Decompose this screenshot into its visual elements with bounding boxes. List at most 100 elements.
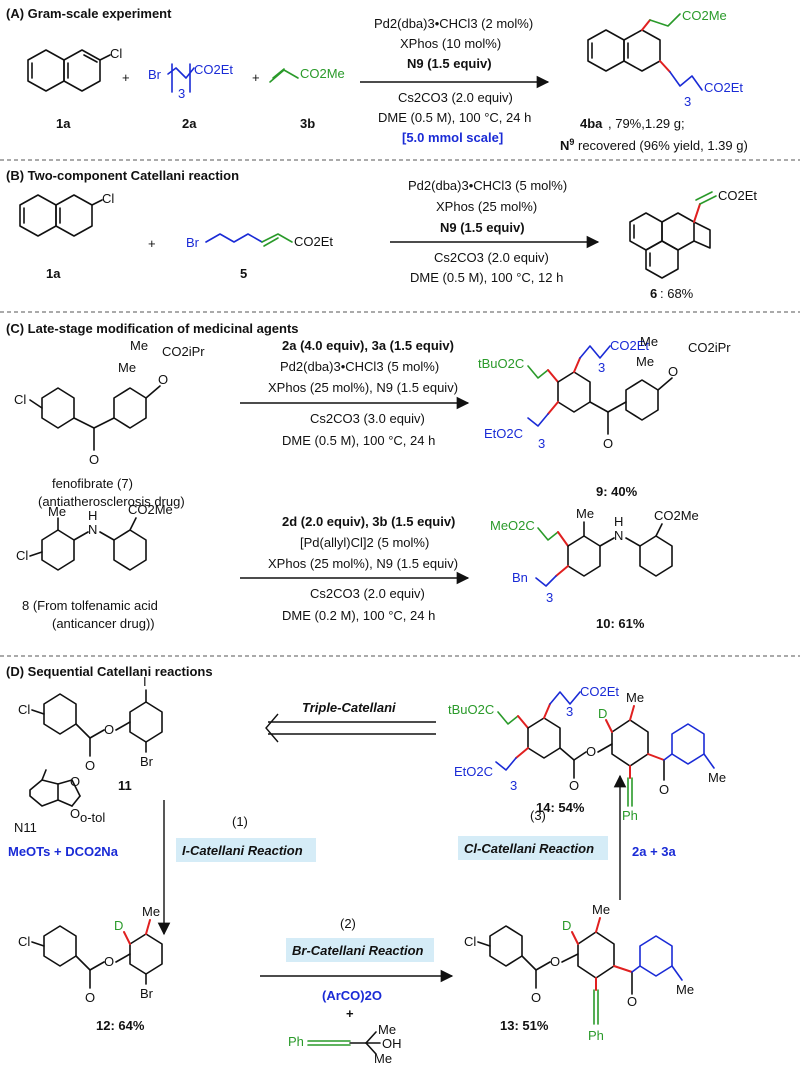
o-label: O bbox=[85, 758, 95, 773]
i-label: I bbox=[143, 674, 147, 689]
triple-arrow-head bbox=[265, 713, 279, 743]
nh-label: H bbox=[88, 508, 97, 523]
o-label: O bbox=[85, 990, 95, 1005]
me-label: Me bbox=[142, 904, 160, 919]
eto2c-label: EtO2C bbox=[484, 426, 523, 441]
step3-highlight bbox=[458, 836, 608, 860]
co2me-label: CO2Me bbox=[682, 8, 727, 23]
compound-9: tBuO2C CO2Et 3 EtO2C 3 O O Me Me CO2iPr bbox=[478, 334, 731, 451]
me-label: Me bbox=[130, 338, 148, 353]
o-label-2: O bbox=[104, 722, 114, 737]
o-label-3: O bbox=[627, 994, 637, 1009]
label-3b: 3b bbox=[300, 116, 315, 131]
cond-a-6: [5.0 mmol scale] bbox=[402, 130, 503, 145]
cond-c2-2: [Pd(allyl)Cl]2 (5 mol%) bbox=[300, 535, 429, 550]
compound-11: Cl O O I Br bbox=[18, 674, 163, 773]
cond-c2-4: Cs2CO3 (2.0 equiv) bbox=[310, 586, 425, 601]
fenofibrate-label: fenofibrate (7) bbox=[52, 476, 133, 491]
cl-label: Cl bbox=[110, 46, 122, 61]
oh-label: OH bbox=[382, 1036, 402, 1051]
cond-c2-3: XPhos (25 mol%), N9 (1.5 equiv) bbox=[268, 556, 458, 571]
compound-4ba: CO2Me CO2Et 3 bbox=[587, 8, 743, 109]
step1-highlight bbox=[176, 838, 316, 862]
meo2c-label: MeO2C bbox=[490, 518, 535, 533]
n3-label: 3 bbox=[178, 86, 185, 101]
n3-label-2: 3 bbox=[510, 778, 517, 793]
br-label: Br bbox=[148, 67, 162, 82]
d-label: D bbox=[598, 706, 607, 721]
co2et-label: CO2Et bbox=[610, 338, 649, 353]
compound-6: CO2Et bbox=[629, 188, 757, 279]
me-label-2: Me bbox=[636, 354, 654, 369]
o-label-2: O bbox=[550, 954, 560, 969]
co2ipr-label: CO2iPr bbox=[688, 340, 731, 355]
me-label-2: Me bbox=[676, 982, 694, 997]
norbornene-n11: O O bbox=[29, 769, 81, 821]
cond-a-4: Cs2CO3 (2.0 equiv) bbox=[398, 90, 513, 105]
o-label: O bbox=[569, 778, 579, 793]
cond-b-5: DME (0.5 M), 100 °C, 12 h bbox=[410, 270, 563, 285]
label-14: 14: 54% bbox=[536, 800, 585, 815]
result-b: : 68% bbox=[660, 286, 694, 301]
cl-label: Cl bbox=[102, 191, 114, 206]
step3-label: Cl-Catellani Reaction bbox=[464, 841, 594, 856]
result-a-1: , 79%,1.29 g; bbox=[608, 116, 685, 131]
step3-num: (3) bbox=[530, 808, 546, 823]
d-label: D bbox=[114, 918, 123, 933]
result-a-2: recovered (96% yield, 1.39 g) bbox=[578, 138, 748, 153]
me-label: Me bbox=[592, 902, 610, 917]
tbuo2c-label: tBuO2C bbox=[478, 356, 524, 371]
tbuo2c-label: tBuO2C bbox=[448, 702, 494, 717]
n-label: N bbox=[88, 522, 97, 537]
compound-5: Br CO2Et bbox=[186, 233, 333, 250]
br-label: Br bbox=[186, 235, 200, 250]
cond-c1-5: DME (0.5 M), 100 °C, 24 h bbox=[282, 433, 435, 448]
step2-highlight bbox=[286, 938, 434, 962]
cond-c1-2: Pd2(dba)3•CHCl3 (5 mol%) bbox=[280, 359, 439, 374]
o-label-2: O bbox=[668, 364, 678, 379]
n3-label: 3 bbox=[566, 704, 573, 719]
compound-14: tBuO2C CO2Et 3 EtO2C 3 O O D Me O Me Ph bbox=[448, 684, 726, 823]
plus-b: + bbox=[148, 236, 156, 251]
cond-c1-1: 2a (4.0 equiv), 3a (1.5 equiv) bbox=[282, 338, 454, 353]
label-2a: 2a bbox=[182, 116, 197, 131]
cond-a-1: Pd2(dba)3•CHCl3 (2 mol%) bbox=[374, 16, 533, 31]
section-d-title: (D) Sequential Catellani reactions bbox=[6, 664, 213, 679]
label-5: 5 bbox=[240, 266, 247, 281]
cond-c1-4: Cs2CO3 (3.0 equiv) bbox=[310, 411, 425, 426]
compound-3b: CO2Me bbox=[269, 66, 345, 83]
me-label: Me bbox=[626, 690, 644, 705]
me-label-2: Me bbox=[374, 1051, 392, 1065]
reagent-left: MeOTs + DCO2Na bbox=[8, 844, 119, 859]
section-a-title: (A) Gram-scale experiment bbox=[6, 6, 172, 21]
co2et-label: CO2Et bbox=[718, 188, 757, 203]
co2et-label: CO2Et bbox=[194, 62, 233, 77]
cl-label: Cl bbox=[16, 548, 28, 563]
step2-num: (2) bbox=[340, 916, 356, 931]
plus-a2: + bbox=[252, 70, 260, 85]
cond-a-3: N9 (1.5 equiv) bbox=[407, 56, 492, 71]
n9-label: N9 bbox=[560, 137, 574, 153]
eto2c-label: EtO2C bbox=[454, 764, 493, 779]
section-b-title: (B) Two-component Catellani reaction bbox=[6, 168, 239, 183]
me-label: Me bbox=[378, 1022, 396, 1037]
tolfenamic-note: (anticancer drug)) bbox=[52, 616, 155, 631]
fenofibrate-note: (antiatherosclerosis drug) bbox=[38, 494, 185, 509]
me-label: Me bbox=[640, 334, 658, 349]
reagent-step2a: (ArCO)2O bbox=[322, 988, 382, 1003]
label-1a-b: 1a bbox=[46, 266, 61, 281]
triple-catellani-label: Triple-Catellani bbox=[302, 700, 396, 715]
section-c-title: (C) Late-stage modification of medicinal… bbox=[6, 321, 299, 336]
plus-a1: + bbox=[122, 70, 130, 85]
cond-a-2: XPhos (10 mol%) bbox=[400, 36, 501, 51]
ph-label: Ph bbox=[588, 1028, 604, 1043]
o-label-2: O bbox=[70, 806, 80, 821]
me-label-2: Me bbox=[118, 360, 136, 375]
n3-label: 3 bbox=[546, 590, 553, 605]
cond-b-4: Cs2CO3 (2.0 equiv) bbox=[434, 250, 549, 265]
n-label: N bbox=[614, 528, 623, 543]
otol-label: o-tol bbox=[80, 810, 105, 825]
o-label-2: O bbox=[104, 954, 114, 969]
step2-label: Br-Catellani Reaction bbox=[292, 943, 424, 958]
co2ipr-label: CO2iPr bbox=[162, 344, 205, 359]
